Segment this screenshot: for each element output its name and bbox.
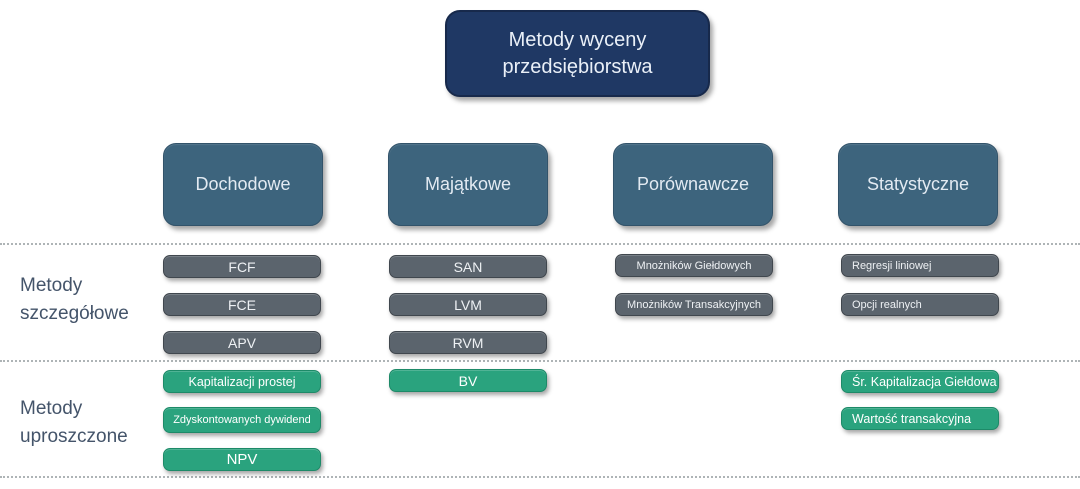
category-majatkowe: Majątkowe <box>388 143 548 226</box>
category-porownawcze: Porównawcze <box>613 143 773 226</box>
node-regresji-liniowej: Regresji liniowej <box>841 254 999 277</box>
category-dochodowe-label: Dochodowe <box>195 174 291 194</box>
root-node: Metody wyceny przedsiębiorstwa <box>445 10 710 97</box>
node-sr-kapitalizacja-gieldowa: Śr. Kapitalizacja Giełdowa <box>841 370 999 393</box>
category-statystyczne-label: Statystyczne <box>866 174 970 194</box>
divider-middle <box>0 360 1080 362</box>
category-porownawcze-label: Porównawcze <box>636 174 750 194</box>
root-node-label: Metody wyceny przedsiębiorstwa <box>502 28 653 78</box>
node-kapitalizacji-prostej: Kapitalizacji prostej <box>163 370 321 393</box>
node-san: SAN <box>389 255 547 278</box>
node-rvm: RVM <box>389 331 547 354</box>
node-mnoznikow-transakcyjnych: Mnożników Transakcyjnych <box>615 293 773 316</box>
divider-top <box>0 243 1080 245</box>
node-npv: NPV <box>163 448 321 471</box>
divider-bottom <box>0 476 1080 478</box>
node-bv: BV <box>389 369 547 392</box>
node-apv: APV <box>163 331 321 354</box>
category-statystyczne: Statystyczne <box>838 143 998 226</box>
node-fcf: FCF <box>163 255 321 278</box>
node-fce: FCE <box>163 293 321 316</box>
category-dochodowe: Dochodowe <box>163 143 323 226</box>
node-zdyskontowanych-dywidend: Zdyskontowanych dywidend <box>163 407 321 433</box>
row-label-simplified-methods: Metody uproszczone <box>20 398 128 447</box>
category-majatkowe-label: Majątkowe <box>424 174 512 194</box>
row-label-detailed-methods: Metody szczegółowe <box>20 275 129 324</box>
node-lvm: LVM <box>389 293 547 316</box>
node-wartosc-transakcyjna: Wartość transakcyjna <box>841 407 999 430</box>
node-mnoznikow-gieldowych: Mnożników Giełdowych <box>615 254 773 277</box>
node-opcji-realnych: Opcji realnych <box>841 293 999 316</box>
